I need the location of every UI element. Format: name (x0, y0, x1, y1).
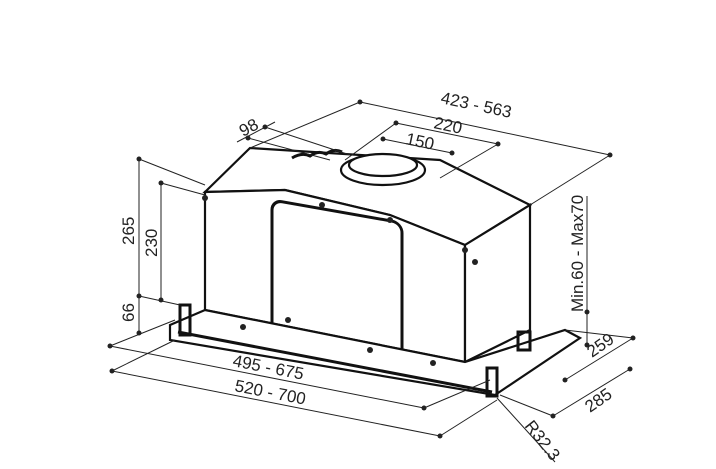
dim-height-230: 230 (142, 229, 161, 257)
dim-radius: R32.3 (521, 417, 564, 464)
dimension-lines (107, 99, 636, 463)
dim-depth-285: 285 (581, 384, 615, 416)
dim-height-66: 66 (119, 303, 138, 322)
dim-outlet-220: 220 (432, 113, 464, 137)
dim-height-265: 265 (119, 217, 138, 245)
dim-clearance: Min.60 - Max70 (568, 195, 587, 312)
dim-outlet-150: 150 (404, 129, 436, 153)
hood-body (168, 146, 583, 398)
dim-outlet-offset: 98 (236, 115, 262, 141)
dim-depth-259: 259 (583, 329, 617, 361)
